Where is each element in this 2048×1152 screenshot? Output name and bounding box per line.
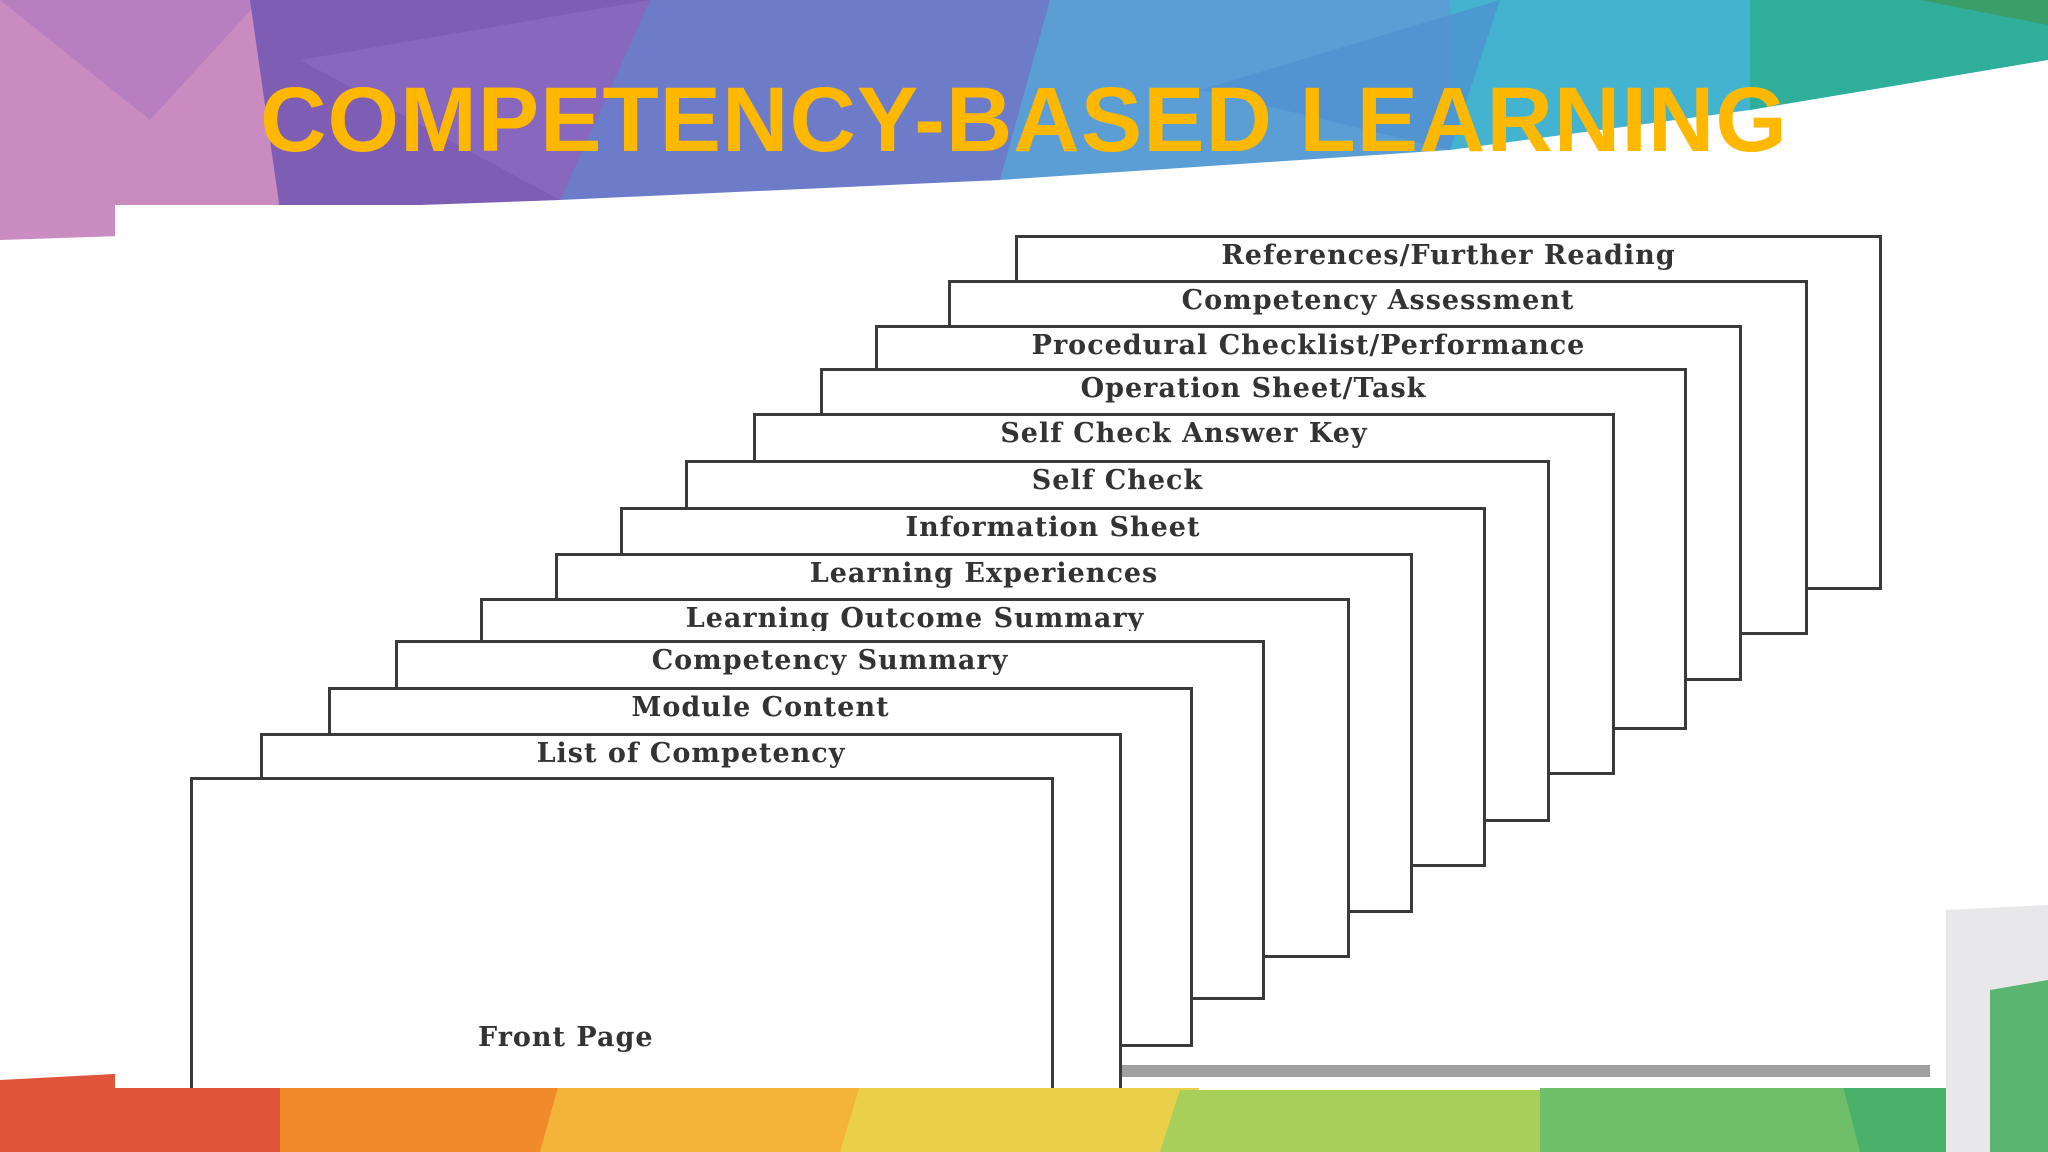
page-label: References/Further Reading — [1221, 240, 1676, 271]
page-label: Operation Sheet/Task — [1080, 373, 1427, 404]
page-label: Front Page — [478, 1022, 654, 1053]
page-label: Competency Summary — [651, 645, 1009, 676]
page-label: Self Check — [1031, 465, 1204, 496]
slide-title: COMPETENCY-BASED LEARNING MATERIALS — [260, 69, 1788, 235]
page-label: Self Check Answer Key — [1000, 418, 1368, 449]
diagram-panel: References/Further Reading Competency As… — [115, 205, 1946, 1088]
page-label: Learning Experiences — [809, 558, 1159, 589]
page-label: Competency Assessment — [1181, 285, 1575, 316]
page-label: List of Competency — [536, 738, 846, 769]
page-label: Learning Outcome Summary — [685, 603, 1145, 631]
page-label: Procedural Checklist/Performance — [1031, 330, 1586, 361]
page-label: Information Sheet — [905, 512, 1201, 543]
page-label: Module Content — [631, 692, 890, 723]
stack-shadow — [1120, 1065, 1930, 1077]
page-front-page: Front Page — [190, 777, 1054, 1088]
